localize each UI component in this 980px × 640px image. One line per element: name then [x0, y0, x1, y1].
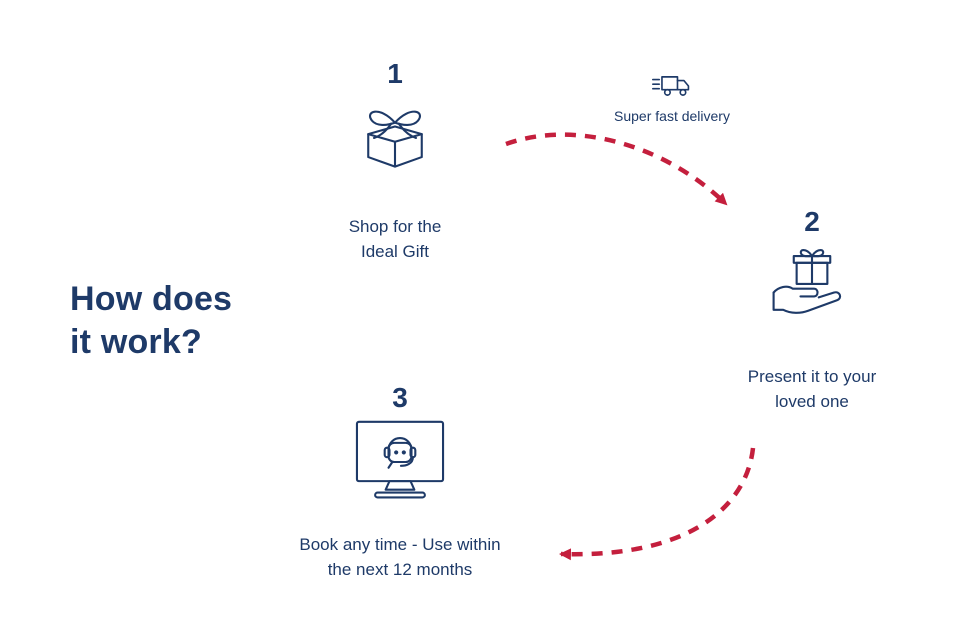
step-label: Shop for the Ideal Gift [349, 214, 442, 264]
delivery-truck-icon [651, 72, 693, 100]
gift-box-icon [347, 94, 443, 180]
step-label: Book any time - Use within the next 12 m… [299, 532, 500, 582]
delivery-label: Super fast delivery [614, 108, 730, 124]
step-label-line-1: Shop for the [348, 217, 442, 236]
step-label-line-2: Ideal Gift [360, 242, 430, 261]
support-monitor-icon [347, 418, 453, 506]
arrow-step2-to-step3 [535, 438, 765, 573]
page-title: How does it work? [70, 278, 232, 364]
step-number: 3 [392, 382, 408, 413]
step-label-line-2: the next 12 months [327, 560, 473, 579]
page-title-line-2: it work? [70, 322, 202, 361]
step-book: 3 Book any time - Use within the next 12… [268, 382, 532, 582]
arrow-step1-to-step2 [498, 118, 748, 223]
delivery-callout: Super fast delivery [588, 72, 756, 124]
step-label-line-1: Book any time - Use within [299, 535, 501, 554]
step-label-line-2: loved one [775, 392, 849, 411]
page-title-line-1: How does [70, 280, 233, 318]
gift-in-hand-icon [764, 242, 860, 322]
step-number: 1 [387, 58, 403, 89]
step-label: Present it to your loved one [748, 364, 877, 414]
step-shop: 1 Shop for the Ideal Gift [295, 58, 495, 264]
step-number: 2 [804, 206, 820, 237]
step-present: 2 Present it to your loved one [712, 206, 912, 414]
step-label-line-1: Present it to your [747, 367, 877, 386]
